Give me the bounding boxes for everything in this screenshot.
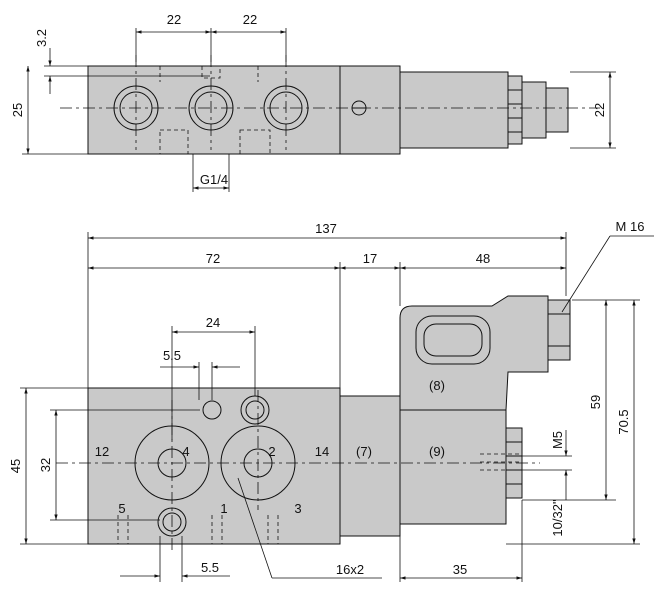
- dim-pilot-offset: 5.5: [163, 348, 181, 363]
- port-label-3: 3: [294, 501, 301, 516]
- top-connector-cap: [545, 87, 569, 133]
- dim-top-pitch-right: 22: [243, 12, 257, 27]
- part-label-9: (9): [429, 444, 445, 459]
- top-connector-nut: [521, 81, 547, 139]
- port-label-14: 14: [315, 444, 329, 459]
- port-label-12: 12: [95, 444, 109, 459]
- dim-pilot-spacing: 24: [206, 315, 220, 330]
- top-port-size-label: G1/4: [200, 172, 228, 187]
- top-connector: [507, 75, 523, 145]
- dim-port-spacing: 32: [38, 458, 53, 472]
- front-connector-nut: [547, 299, 571, 361]
- front-solenoid-adapter: [339, 395, 401, 537]
- dim-top-coil-height: 22: [592, 103, 607, 117]
- dim-adapter-length: 17: [363, 251, 377, 266]
- front-view: 137 72 17 48 M 16 24 5.5 45 32: [8, 219, 654, 582]
- dim-body-height: 45: [8, 459, 23, 473]
- thread-m5-label: M5: [550, 431, 565, 449]
- part-label-7: (7): [356, 444, 372, 459]
- dim-top-offset: 3.2: [34, 29, 49, 47]
- dim-overall-height: 70.5: [616, 409, 631, 434]
- top-coil-housing: [399, 71, 509, 149]
- port-label-4: 4: [182, 444, 189, 459]
- dim-body-length: 72: [206, 251, 220, 266]
- top-solenoid-adapter: [339, 65, 401, 155]
- part-label-8: (8): [429, 378, 445, 393]
- top-view: 22 22 3.2 25 22 G1/4: [10, 12, 616, 192]
- dim-coil-depth: 35: [453, 562, 467, 577]
- dim-connector-height: 59: [588, 395, 603, 409]
- dim-top-pitch-left: 22: [167, 12, 181, 27]
- dim-top-height: 25: [10, 103, 25, 117]
- dim-mounting-holes: 16x2: [336, 562, 364, 577]
- port-label-1: 1: [220, 501, 227, 516]
- port-label-2: 2: [268, 444, 275, 459]
- dim-total-length: 137: [315, 221, 337, 236]
- thread-unf-label: 10/32": [550, 499, 565, 537]
- port-label-5: 5: [118, 501, 125, 516]
- dim-coil-length: 48: [476, 251, 490, 266]
- connector-thread-label: M 16: [616, 219, 645, 234]
- dim-exhaust-offset: 5.5: [201, 560, 219, 575]
- front-coil-housing: [399, 409, 507, 525]
